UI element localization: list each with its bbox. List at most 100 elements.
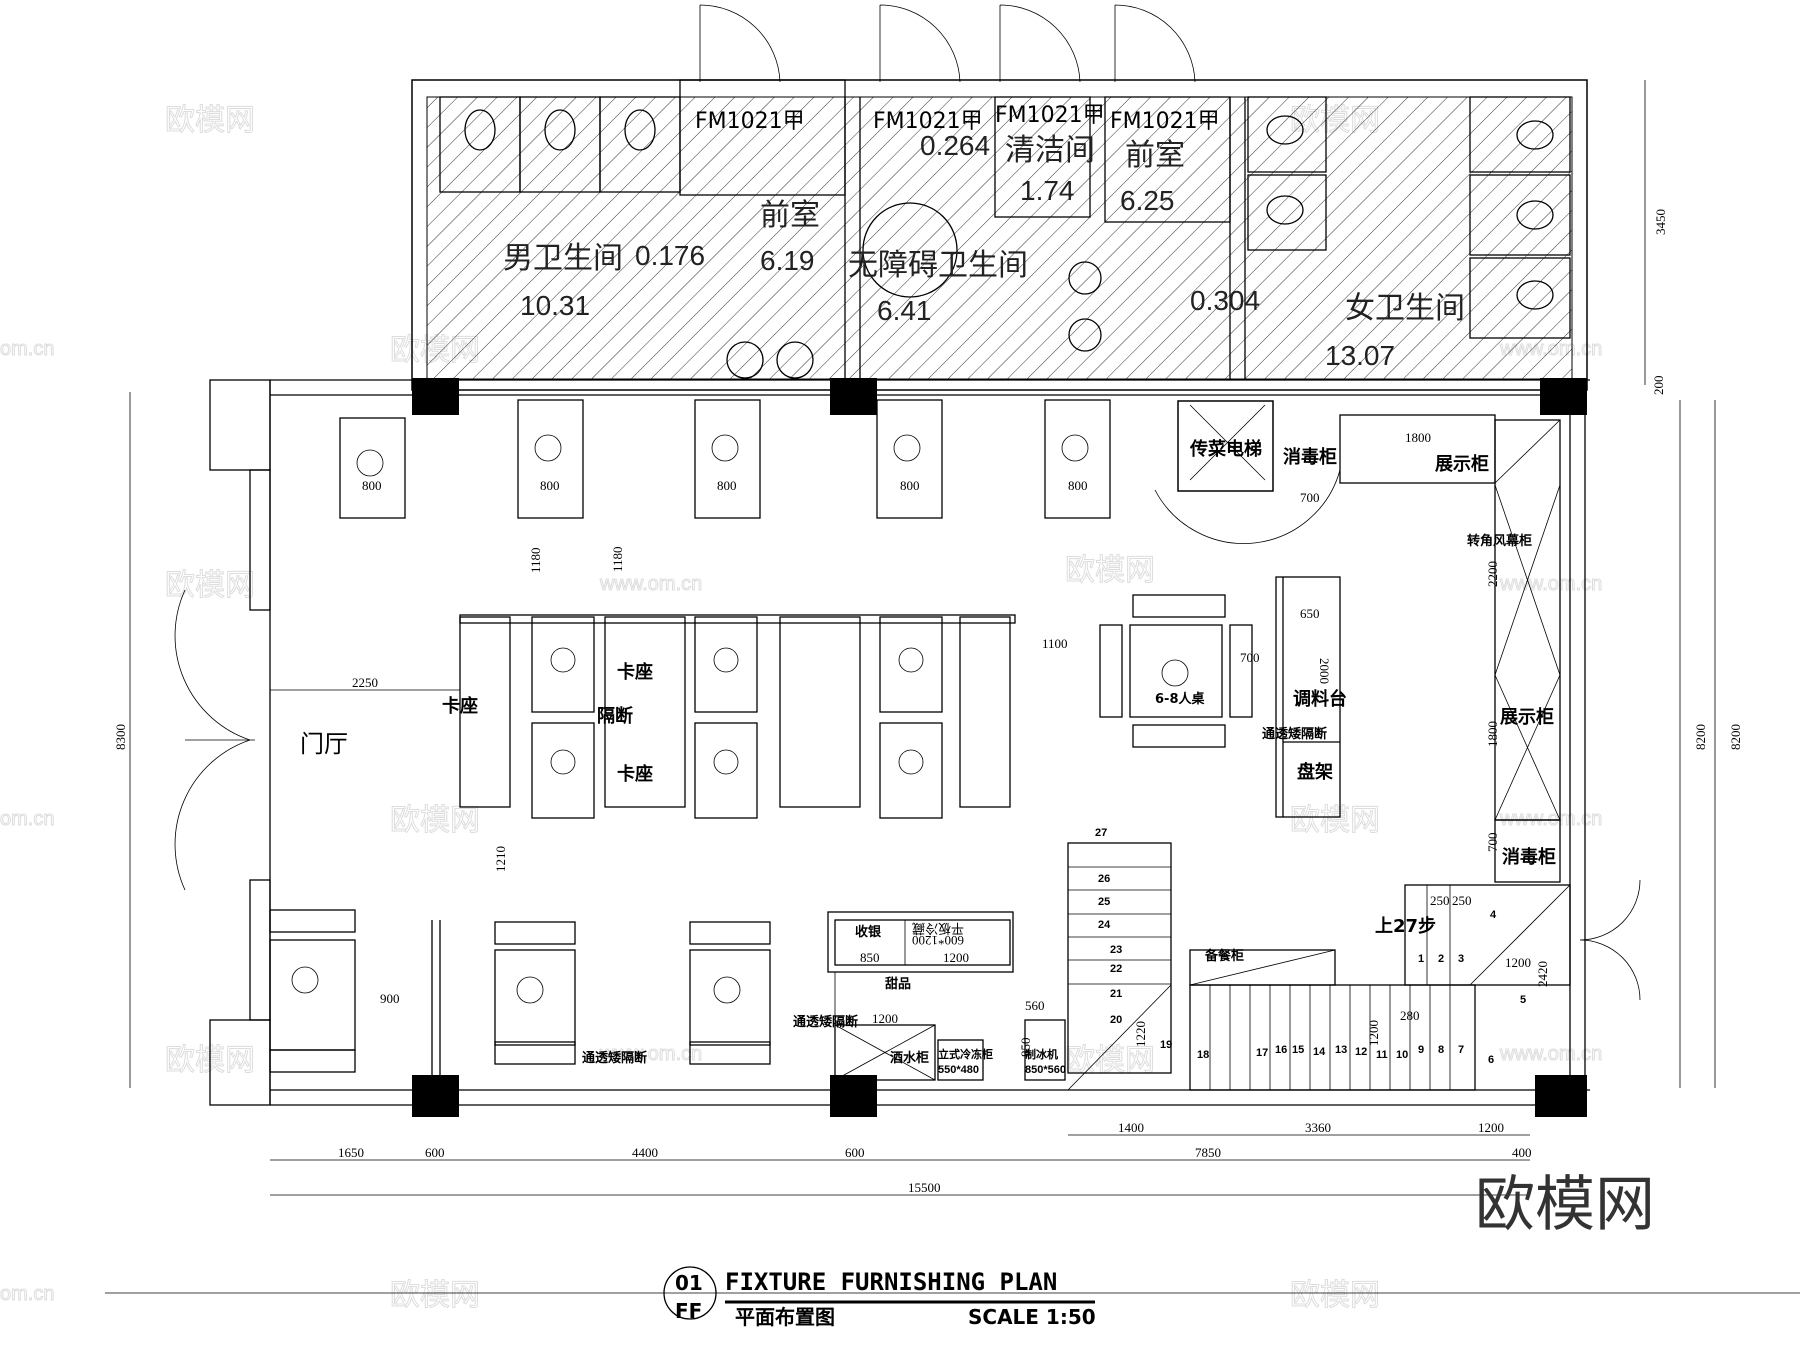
divider-label: 隔断	[597, 705, 633, 727]
svg-text:17: 17	[1256, 1047, 1268, 1059]
womens-wc-name: 女卫生间	[1345, 291, 1465, 326]
accessible-wc-area: 6.41	[877, 295, 932, 326]
svg-text:欧模网: 欧模网	[390, 803, 480, 838]
svg-text:www.om.cn: www.om.cn	[599, 1043, 702, 1065]
freezer-size: 600*1200	[912, 933, 964, 948]
mens-wc-slope: 0.176	[635, 240, 705, 271]
fridge-small-size: 550*480	[938, 1064, 979, 1076]
freezer-label: 平板冷藏	[912, 921, 964, 936]
svg-text:1180: 1180	[528, 547, 543, 573]
svg-text:1200: 1200	[1366, 1020, 1381, 1046]
svg-text:15500: 15500	[908, 1180, 941, 1195]
mens-vestibule-area: 6.19	[760, 245, 815, 276]
mens-wc-area: 10.31	[520, 290, 590, 321]
door-tag-4: FM1021甲	[1110, 109, 1220, 134]
dumbwaiter	[1154, 400, 1341, 544]
svg-text:650: 650	[1300, 606, 1320, 621]
svg-text:16: 16	[1275, 1044, 1287, 1056]
accessible-slope: 0.264	[920, 130, 990, 161]
partition-low-label-3: 通透矮隔断	[793, 1014, 858, 1030]
svg-text:om.cn: om.cn	[0, 338, 54, 360]
serving-cabinet-label: 备餐柜	[1204, 948, 1244, 964]
svg-text:欧模网: 欧模网	[1065, 553, 1155, 588]
lobby-label: 门厅	[300, 730, 348, 758]
svg-text:1100: 1100	[1042, 636, 1068, 651]
dimension-lines	[129, 80, 1716, 1196]
svg-text:24: 24	[1098, 919, 1111, 931]
svg-text:3450: 3450	[1653, 209, 1668, 235]
mens-wc-name: 男卫生间	[503, 241, 623, 276]
svg-text:2250: 2250	[352, 675, 378, 690]
water-cabinet-label: 酒水柜	[890, 1050, 929, 1066]
corner-cabinet-label: 转角风幕柜	[1467, 533, 1532, 549]
drawing-title-en: FIXTURE FURNISHING PLAN	[725, 1268, 1057, 1296]
svg-text:25: 25	[1098, 896, 1110, 908]
svg-text:1200: 1200	[1478, 1120, 1504, 1135]
door-tag-1: FM1021甲	[695, 109, 805, 134]
booth-area	[459, 614, 1016, 819]
svg-text:om.cn: om.cn	[0, 808, 54, 830]
staircase	[1067, 842, 1571, 1091]
svg-text:400: 400	[1512, 1145, 1532, 1160]
svg-text:1800: 1800	[1405, 430, 1431, 445]
svg-text:4400: 4400	[632, 1145, 658, 1160]
svg-text:2200: 2200	[1485, 561, 1500, 587]
bottom-tables	[269, 909, 771, 1080]
ice-machine-label: 制冰机	[1025, 1047, 1058, 1061]
dumbwaiter-label: 传菜电梯	[1189, 438, 1262, 460]
svg-text:2: 2	[1438, 953, 1444, 965]
svg-text:11: 11	[1376, 1049, 1388, 1061]
booth-left-label: 卡座	[442, 695, 478, 717]
plate-rack-label: 盘架	[1297, 761, 1333, 783]
big-table	[1099, 594, 1253, 748]
svg-text:1180: 1180	[610, 546, 625, 572]
svg-text:250: 250	[1452, 893, 1472, 908]
svg-text:7: 7	[1458, 1044, 1464, 1056]
svg-text:6: 6	[1488, 1054, 1494, 1066]
svg-text:1200: 1200	[943, 950, 969, 965]
svg-text:850: 850	[860, 950, 880, 965]
svg-text:www.om.cn: www.om.cn	[1499, 1043, 1602, 1065]
dessert-label: 甜品	[885, 976, 911, 992]
door-tag-3: FM1021甲	[995, 103, 1105, 128]
svg-text:23: 23	[1110, 944, 1122, 956]
top-tables	[339, 399, 1111, 519]
svg-text:800: 800	[900, 478, 920, 493]
partition-low-label-2: 通透矮隔断	[582, 1050, 647, 1066]
cashier-label: 收银	[855, 924, 882, 940]
svg-text:21: 21	[1110, 988, 1122, 1000]
svg-text:800: 800	[540, 478, 560, 493]
stairs-label: 上27步	[1375, 915, 1436, 937]
svg-text:1: 1	[1418, 953, 1424, 965]
womens-wc-area: 13.07	[1325, 340, 1395, 371]
svg-text:1200: 1200	[1505, 955, 1531, 970]
svg-text:2000: 2000	[1317, 658, 1332, 684]
womens-vestibule-area: 6.25	[1120, 185, 1175, 216]
svg-text:20: 20	[1110, 1014, 1122, 1026]
display-top-label: 展示柜	[1435, 453, 1489, 475]
drawing-scale: SCALE 1:50	[968, 1305, 1096, 1329]
top-doors	[699, 4, 1196, 83]
svg-text:www.om.cn: www.om.cn	[1499, 573, 1602, 595]
svg-text:12: 12	[1355, 1046, 1367, 1058]
svg-text:1210: 1210	[493, 846, 508, 872]
seasoning-counter	[1275, 576, 1341, 818]
svg-text:欧模网: 欧模网	[390, 1278, 480, 1313]
cashier-counter	[827, 911, 1066, 1081]
booth-a-label: 卡座	[617, 661, 653, 683]
svg-text:5: 5	[1520, 994, 1526, 1006]
svg-text:7850: 7850	[1195, 1145, 1221, 1160]
svg-text:15: 15	[1292, 1044, 1304, 1056]
womens-vestibule-name: 前室	[1125, 138, 1185, 173]
partition-low-label: 通透矮隔断	[1262, 726, 1327, 742]
structural-columns	[412, 378, 1587, 1117]
svg-text:250: 250	[1430, 893, 1450, 908]
svg-text:900: 900	[380, 991, 400, 1006]
svg-text:800: 800	[717, 478, 737, 493]
svg-text:9: 9	[1418, 1044, 1424, 1056]
womens-wc-slope: 0.304	[1190, 285, 1260, 316]
svg-text:欧模网: 欧模网	[165, 568, 255, 603]
svg-text:2420: 2420	[1535, 961, 1550, 987]
sink-icon	[726, 261, 1102, 379]
